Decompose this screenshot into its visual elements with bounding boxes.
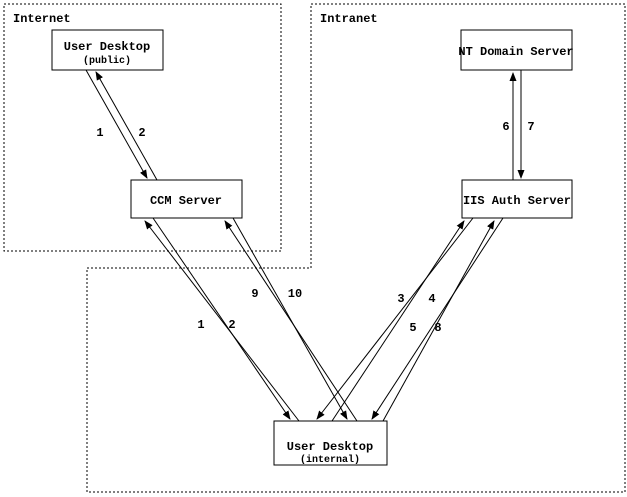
node-iis-auth-server: IIS Auth Server [461, 179, 573, 219]
arrow-step5-internal-to-iis [382, 220, 495, 422]
user-desktop-public-box [51, 29, 164, 71]
edge-ccm-internal-desktop: 9 10 [224, 217, 358, 422]
nt-domain-server-label: NT Domain Server [458, 45, 573, 59]
arrow-step8-iis-to-internal [371, 217, 504, 420]
arrow-step10-ccm-to-internal [232, 217, 348, 420]
arrow-step4-iis-to-internal [316, 217, 474, 420]
edge-internal-desktop-iis-a: 3 4 [316, 217, 474, 422]
iis-auth-server-box [461, 179, 573, 219]
iis-auth-server-label: IIS Auth Server [463, 194, 571, 208]
edge-label-step2-internal: 2 [228, 318, 235, 332]
arrow-step1-internal-to-ccm [144, 220, 300, 422]
arrow-step2-ccm-to-internal [152, 217, 291, 420]
edge-label-step1-internal: 1 [197, 318, 204, 332]
ccm-server-label: CCM Server [150, 194, 222, 208]
edge-public-desktop-ccm: 1 2 [85, 69, 158, 181]
edge-label-step6: 6 [502, 120, 509, 134]
edge-label-step2-public: 2 [138, 126, 145, 140]
user-desktop-public-label: User Desktop [64, 40, 150, 54]
edge-label-step1-public: 1 [96, 126, 103, 140]
internet-region-outline [3, 3, 282, 252]
edge-label-step9: 9 [251, 287, 258, 301]
edge-internal-desktop-ccm: 1 2 [144, 217, 300, 422]
arrow-step3-internal-to-iis [331, 220, 465, 422]
intranet-region-label: Intranet [320, 12, 378, 26]
node-user-desktop-internal: User Desktop (internal) [273, 420, 388, 466]
node-nt-domain-server: NT Domain Server [458, 29, 574, 71]
nt-domain-server-box [460, 29, 573, 71]
intranet-region-outline [86, 3, 626, 493]
user-desktop-internal-label: User Desktop [287, 440, 373, 454]
edge-label-step5: 5 [409, 321, 416, 335]
arrow-step2-ccm-to-public [95, 71, 158, 181]
arrow-step1-public-to-ccm [85, 69, 148, 179]
edge-label-step3: 3 [397, 292, 404, 306]
user-desktop-public-sublabel: (public) [83, 55, 131, 67]
ccm-server-box [130, 179, 243, 219]
user-desktop-internal-sublabel: (internal) [300, 454, 360, 466]
user-desktop-internal-box [273, 420, 388, 466]
node-user-desktop-public: User Desktop (public) [51, 29, 164, 71]
edge-label-step8: 8 [434, 321, 441, 335]
edge-label-step10: 10 [288, 287, 302, 301]
edge-internal-desktop-iis-b: 5 8 [371, 217, 504, 422]
internet-region-label: Internet [13, 12, 71, 26]
edge-label-step4: 4 [428, 292, 435, 306]
node-ccm-server: CCM Server [130, 179, 243, 219]
edge-label-step7: 7 [527, 120, 534, 134]
edge-nt-domain-iis: 6 7 [502, 70, 535, 180]
